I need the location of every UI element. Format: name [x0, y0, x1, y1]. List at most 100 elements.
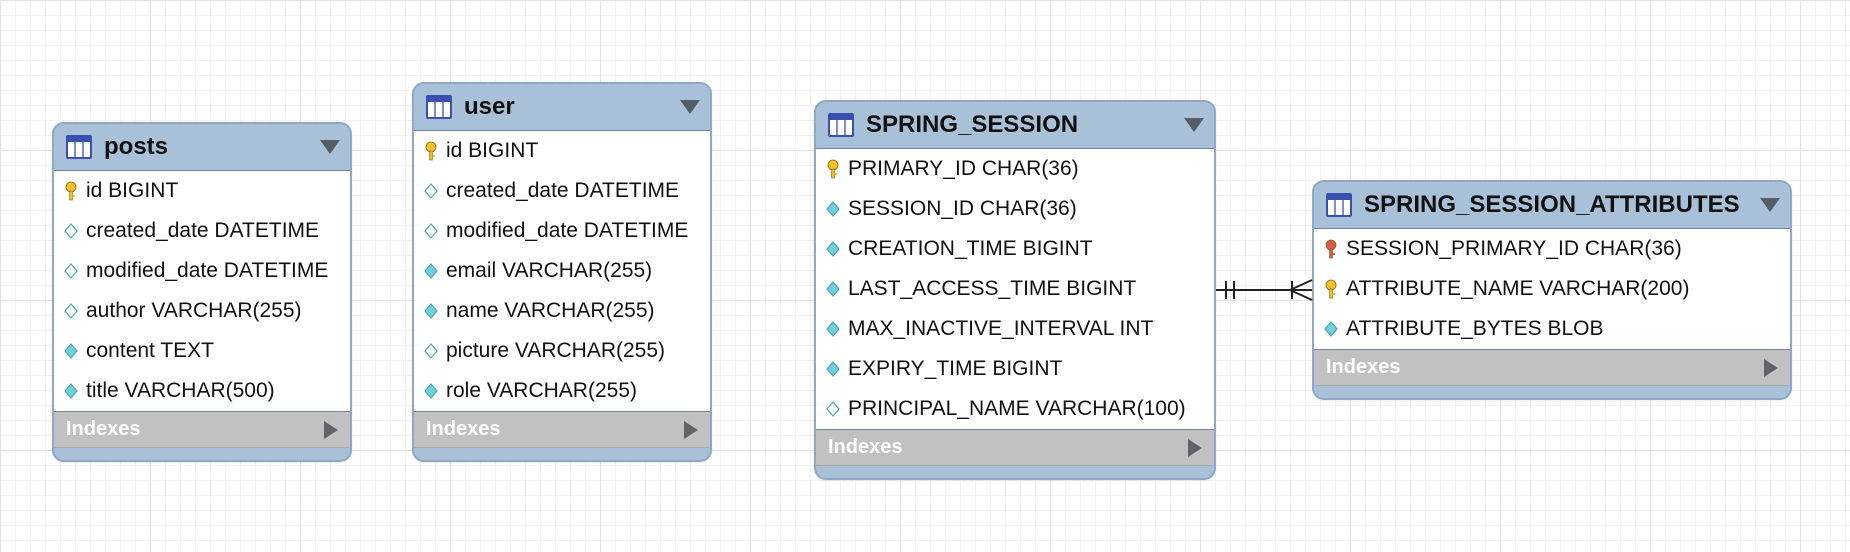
- indexes-label: Indexes: [828, 436, 903, 458]
- column-row[interactable]: ATTRIBUTE_BYTES BLOB: [1314, 309, 1790, 349]
- column-row[interactable]: modified_date DATETIME: [54, 251, 350, 291]
- table-icon: [1326, 193, 1352, 217]
- expand-triangle-icon[interactable]: [1188, 438, 1202, 457]
- entity-title: SPRING_SESSION: [866, 111, 1079, 138]
- nullable-column-icon: [64, 301, 78, 321]
- column-row[interactable]: LAST_ACCESS_TIME BIGINT: [816, 269, 1214, 309]
- column-row[interactable]: created_date DATETIME: [54, 211, 350, 251]
- indexes-section[interactable]: Indexes: [1314, 350, 1790, 386]
- column-icon: [826, 239, 840, 259]
- column-row[interactable]: title VARCHAR(500): [54, 371, 350, 411]
- collapse-triangle-icon[interactable]: [320, 140, 340, 154]
- indexes-section[interactable]: Indexes: [816, 430, 1214, 466]
- collapse-triangle-icon[interactable]: [680, 100, 700, 114]
- entity-header[interactable]: SPRING_SESSION_ATTRIBUTES: [1314, 182, 1790, 228]
- column-label: PRINCIPAL_NAME VARCHAR(100): [848, 397, 1186, 420]
- table-icon: [66, 135, 92, 159]
- column-row[interactable]: SESSION_PRIMARY_ID CHAR(36): [1314, 229, 1790, 269]
- column-row[interactable]: id BIGINT: [414, 131, 710, 171]
- column-label: id BIGINT: [446, 139, 539, 162]
- entity-header[interactable]: SPRING_SESSION: [816, 102, 1214, 148]
- primary-key-icon: [826, 159, 840, 179]
- entity-spring-session-attributes[interactable]: SPRING_SESSION_ATTRIBUTES SESSION_PRIMAR…: [1312, 180, 1792, 400]
- column-row[interactable]: picture VARCHAR(255): [414, 331, 710, 371]
- indexes-label: Indexes: [1326, 356, 1401, 378]
- column-icon: [424, 301, 438, 321]
- column-label: created_date DATETIME: [86, 219, 320, 242]
- column-label: LAST_ACCESS_TIME BIGINT: [848, 277, 1137, 300]
- foreign-key-icon: [1324, 239, 1338, 259]
- column-list: id BIGINT created_date DATETIME modified…: [54, 170, 350, 412]
- column-label: content TEXT: [86, 339, 215, 362]
- column-row[interactable]: author VARCHAR(255): [54, 291, 350, 331]
- column-label: SESSION_ID CHAR(36): [848, 197, 1077, 220]
- entity-posts[interactable]: posts id BIGINT created_date DATETIME mo…: [52, 122, 352, 462]
- column-label: name VARCHAR(255): [446, 299, 655, 322]
- collapse-triangle-icon[interactable]: [1760, 198, 1780, 212]
- column-label: EXPIRY_TIME BIGINT: [848, 357, 1063, 380]
- nullable-column-icon: [424, 181, 438, 201]
- column-label: created_date DATETIME: [446, 179, 680, 202]
- column-label: ATTRIBUTE_BYTES BLOB: [1346, 317, 1604, 340]
- indexes-label: Indexes: [66, 418, 141, 440]
- column-label: modified_date DATETIME: [86, 259, 329, 282]
- column-label: picture VARCHAR(255): [446, 339, 666, 362]
- column-row[interactable]: email VARCHAR(255): [414, 251, 710, 291]
- entity-title: SPRING_SESSION_ATTRIBUTES: [1364, 191, 1740, 218]
- column-icon: [826, 279, 840, 299]
- table-icon: [426, 95, 452, 119]
- nullable-column-icon: [826, 399, 840, 419]
- indexes-section[interactable]: Indexes: [414, 412, 710, 448]
- many-crowfoot-prong: [1289, 289, 1313, 301]
- column-label: id BIGINT: [86, 179, 179, 202]
- entity-user[interactable]: user id BIGINT created_date DATETIME mod…: [412, 82, 712, 462]
- column-row[interactable]: CREATION_TIME BIGINT: [816, 229, 1214, 269]
- column-row[interactable]: content TEXT: [54, 331, 350, 371]
- column-icon: [64, 381, 78, 401]
- entity-header[interactable]: user: [414, 84, 710, 130]
- entity-header[interactable]: posts: [54, 124, 350, 170]
- entity-title: user: [464, 93, 515, 120]
- expand-triangle-icon[interactable]: [1764, 358, 1778, 377]
- column-icon: [1324, 319, 1338, 339]
- column-row[interactable]: PRIMARY_ID CHAR(36): [816, 149, 1214, 189]
- column-list: id BIGINT created_date DATETIME modified…: [414, 130, 710, 412]
- column-label: author VARCHAR(255): [86, 299, 302, 322]
- expand-triangle-icon[interactable]: [684, 420, 698, 439]
- entity-title: posts: [104, 133, 169, 160]
- primary-key-icon: [424, 141, 438, 161]
- entity-spring-session[interactable]: SPRING_SESSION PRIMARY_ID CHAR(36) SESSI…: [814, 100, 1216, 480]
- many-crowfoot-prong: [1289, 279, 1313, 291]
- table-icon: [828, 113, 854, 137]
- column-row[interactable]: name VARCHAR(255): [414, 291, 710, 331]
- column-row[interactable]: created_date DATETIME: [414, 171, 710, 211]
- column-label: title VARCHAR(500): [86, 379, 275, 402]
- column-row[interactable]: SESSION_ID CHAR(36): [816, 189, 1214, 229]
- column-icon: [64, 341, 78, 361]
- nullable-column-icon: [424, 221, 438, 241]
- indexes-section[interactable]: Indexes: [54, 412, 350, 448]
- column-label: PRIMARY_ID CHAR(36): [848, 157, 1079, 180]
- column-row[interactable]: PRINCIPAL_NAME VARCHAR(100): [816, 389, 1214, 429]
- column-label: ATTRIBUTE_NAME VARCHAR(200): [1346, 277, 1690, 300]
- column-icon: [826, 199, 840, 219]
- column-row[interactable]: id BIGINT: [54, 171, 350, 211]
- indexes-label: Indexes: [426, 418, 501, 440]
- collapse-triangle-icon[interactable]: [1184, 118, 1204, 132]
- primary-key-icon: [1324, 279, 1338, 299]
- column-row[interactable]: role VARCHAR(255): [414, 371, 710, 411]
- column-row[interactable]: modified_date DATETIME: [414, 211, 710, 251]
- expand-triangle-icon[interactable]: [324, 420, 338, 439]
- column-label: role VARCHAR(255): [446, 379, 637, 402]
- column-row[interactable]: EXPIRY_TIME BIGINT: [816, 349, 1214, 389]
- column-row[interactable]: ATTRIBUTE_NAME VARCHAR(200): [1314, 269, 1790, 309]
- column-label: SESSION_PRIMARY_ID CHAR(36): [1346, 237, 1682, 260]
- column-row[interactable]: MAX_INACTIVE_INTERVAL INT: [816, 309, 1214, 349]
- nullable-column-icon: [64, 221, 78, 241]
- column-icon: [826, 319, 840, 339]
- column-label: email VARCHAR(255): [446, 259, 653, 282]
- nullable-column-icon: [64, 261, 78, 281]
- column-label: CREATION_TIME BIGINT: [848, 237, 1093, 260]
